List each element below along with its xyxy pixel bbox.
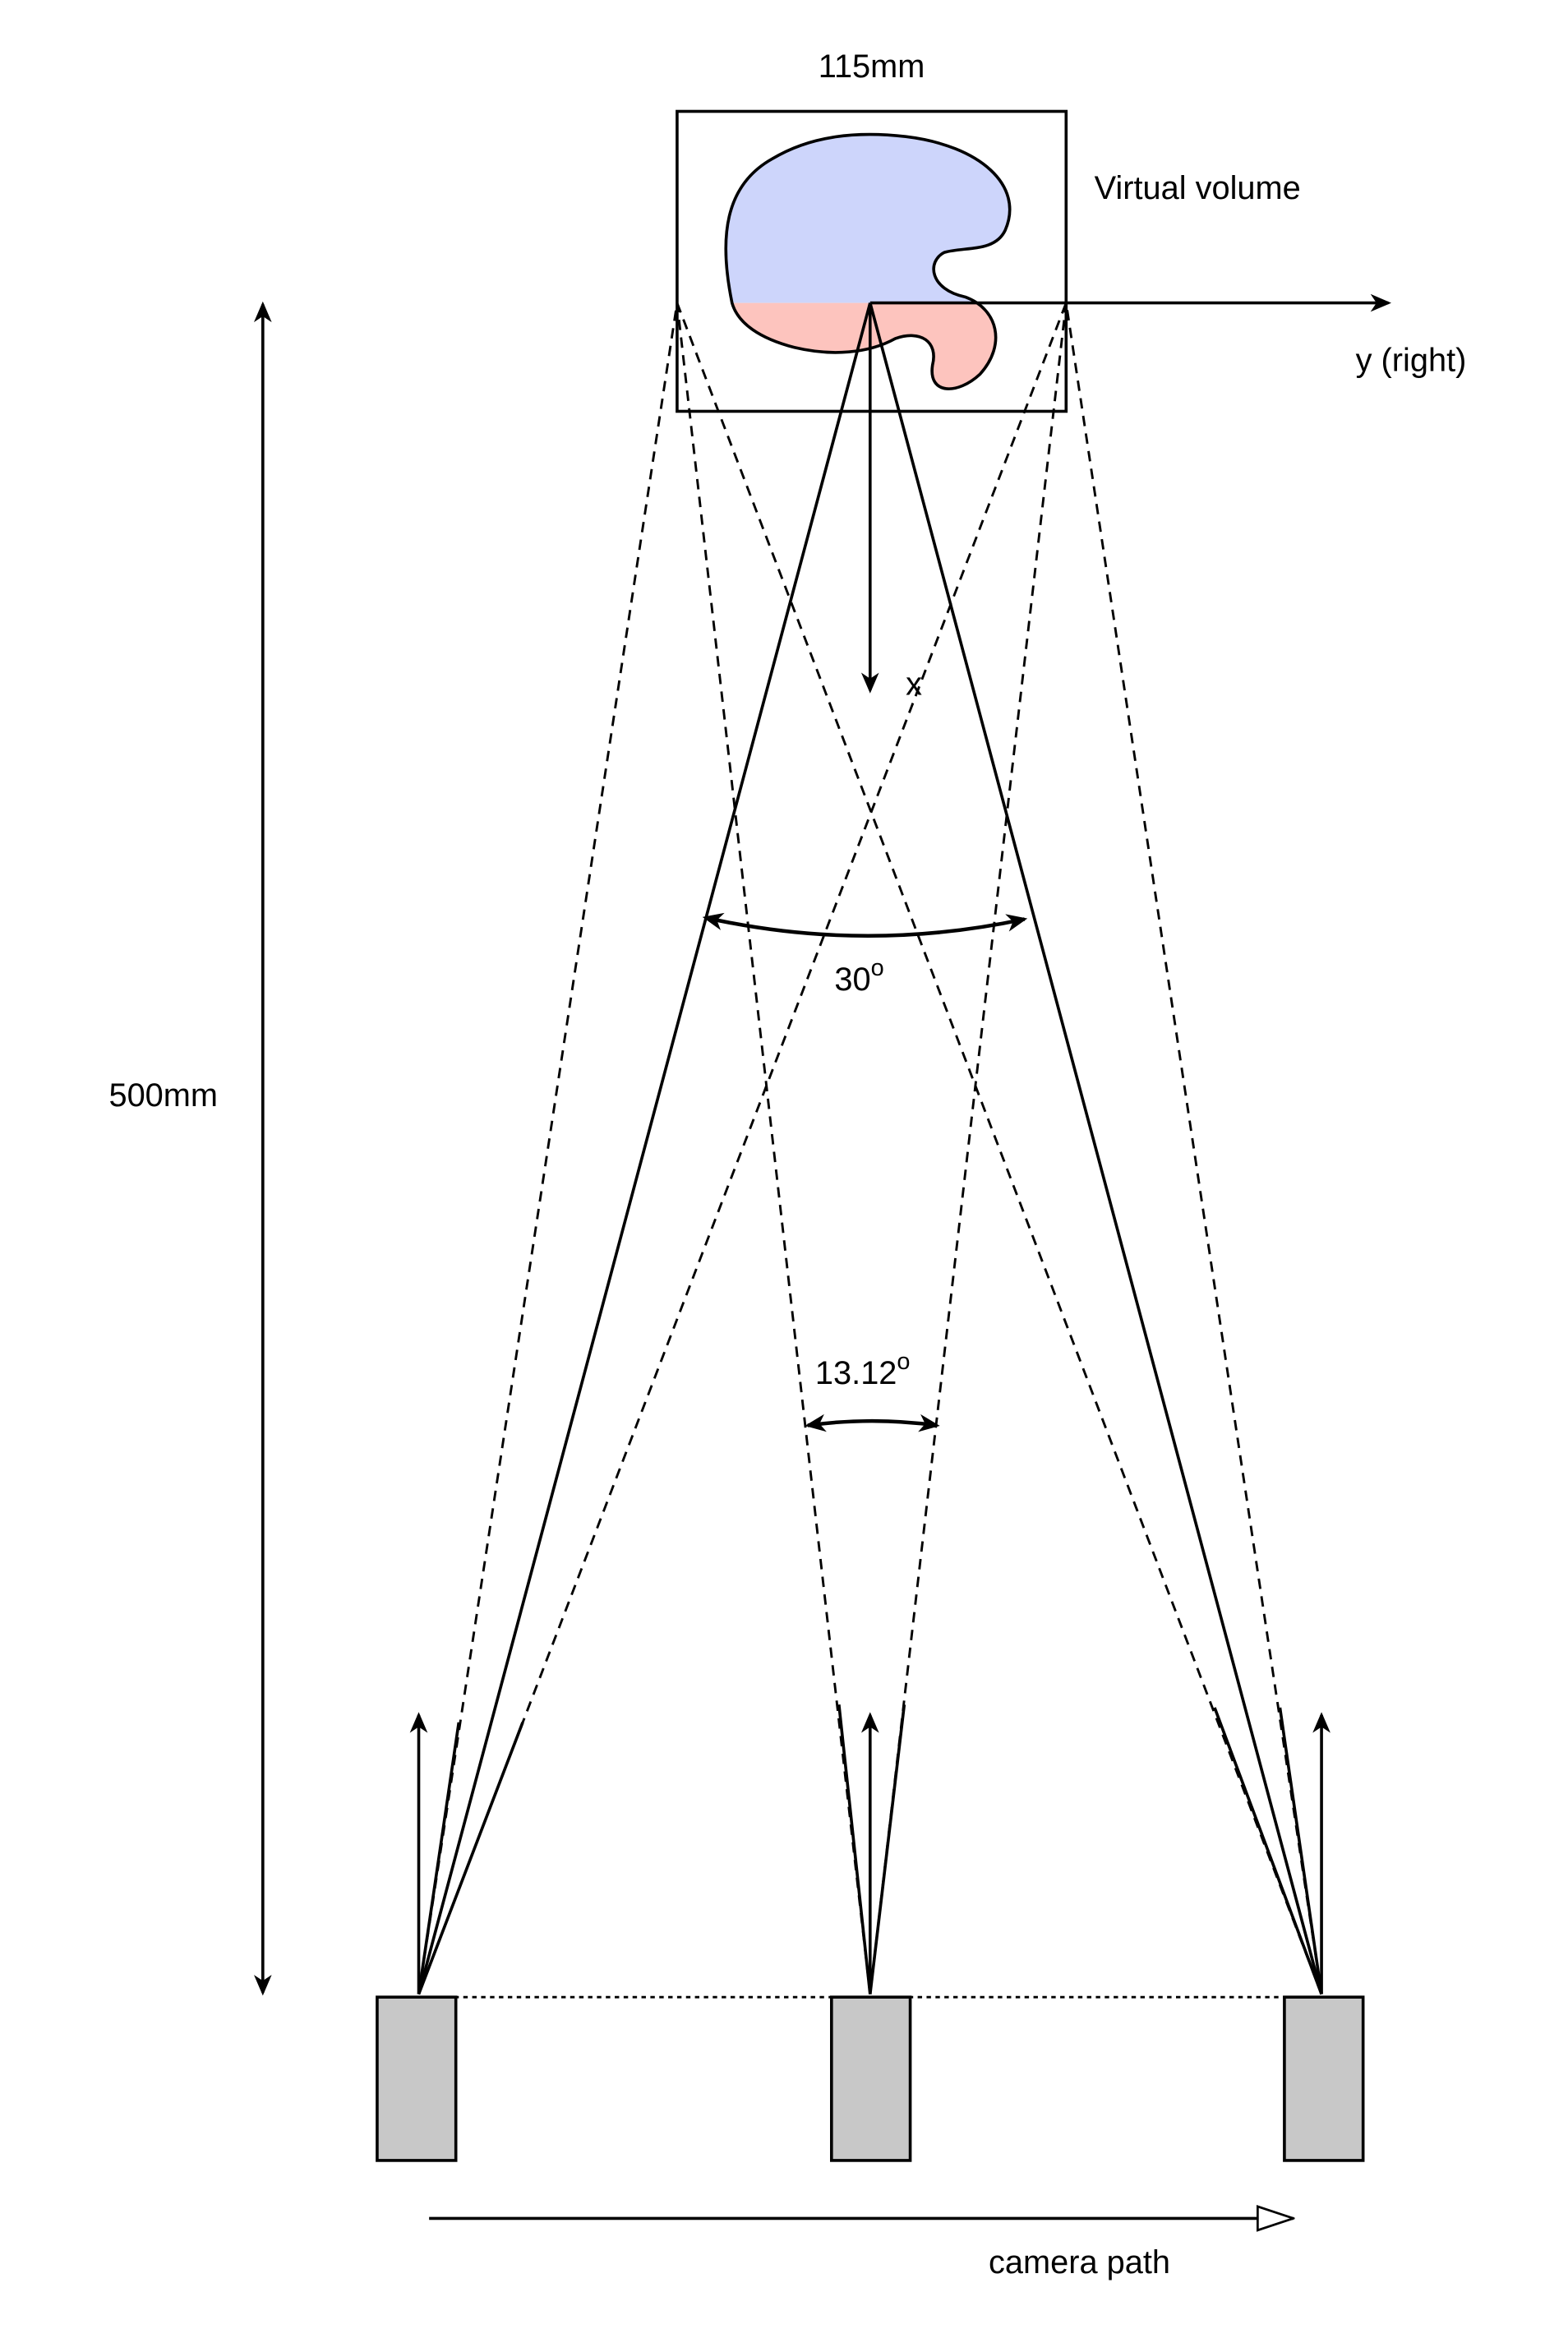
center-view-lines [417, 302, 1323, 1995]
frustum-near-segments [417, 1704, 1323, 1995]
left-camera [376, 1995, 458, 2162]
camera-up-arrows [409, 1712, 1330, 1995]
virtual-volume-label: Virtual volume [1095, 170, 1301, 206]
distance-label: 500mm [108, 1077, 218, 1114]
volume-width-label: 115mm [819, 48, 925, 85]
center-camera [830, 1995, 912, 2162]
baseline-angle-arc [805, 1414, 940, 1432]
baseline-angle-label: 13.12o [815, 1349, 911, 1391]
frustum-lines [417, 302, 1323, 1995]
object-blob [724, 132, 1012, 390]
y-axis-label: y (right) [1356, 343, 1467, 379]
camera-path-label: camera path [989, 2244, 1170, 2281]
right-camera [1283, 1995, 1365, 2162]
x-axis-label: x [906, 666, 922, 703]
fov-angle-arc [702, 912, 1028, 938]
fov-angle-label: 30o [834, 955, 883, 998]
